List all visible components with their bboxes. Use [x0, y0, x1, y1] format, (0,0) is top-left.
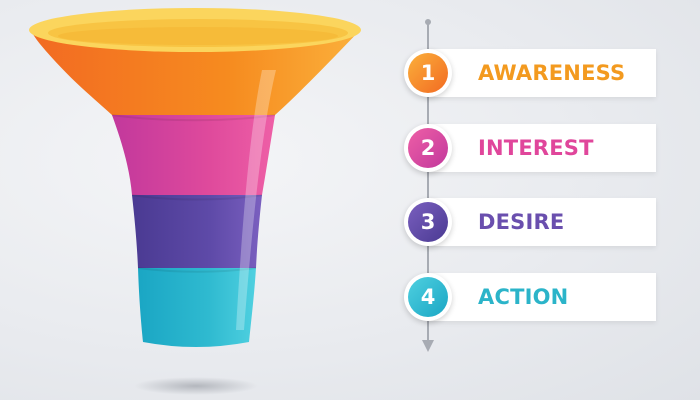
stage-action: 4 ACTION [404, 273, 656, 321]
stage-label: DESIRE [478, 210, 565, 234]
funnel-band-desire [132, 195, 262, 268]
funnel-band-awareness [30, 28, 360, 115]
stage-card [426, 198, 656, 246]
stage-badge: 4 [404, 273, 452, 321]
stage-badge: 3 [404, 198, 452, 246]
stage-badge: 2 [404, 124, 452, 172]
funnel-band-interest [112, 115, 275, 195]
timeline-start-dot [425, 19, 431, 25]
stage-card [426, 124, 656, 172]
stage-label: ACTION [478, 285, 569, 309]
funnel-highlight [236, 70, 276, 330]
funnel-shadow [134, 377, 258, 395]
stage-badge: 1 [404, 49, 452, 97]
stage-number: 2 [408, 128, 448, 168]
stage-desire: 3 DESIRE [404, 198, 656, 246]
stage-number: 3 [408, 202, 448, 242]
stage-awareness: 1 AWARENESS [404, 49, 656, 97]
stage-label: INTEREST [478, 136, 594, 160]
funnel-band-action [138, 268, 256, 347]
stage-label: AWARENESS [478, 61, 626, 85]
stage-card [426, 273, 656, 321]
timeline-arrow-icon [422, 340, 434, 352]
stage-card [426, 49, 656, 97]
stage-interest: 2 INTEREST [404, 124, 656, 172]
stage-number: 1 [408, 53, 448, 93]
stage-number: 4 [408, 277, 448, 317]
